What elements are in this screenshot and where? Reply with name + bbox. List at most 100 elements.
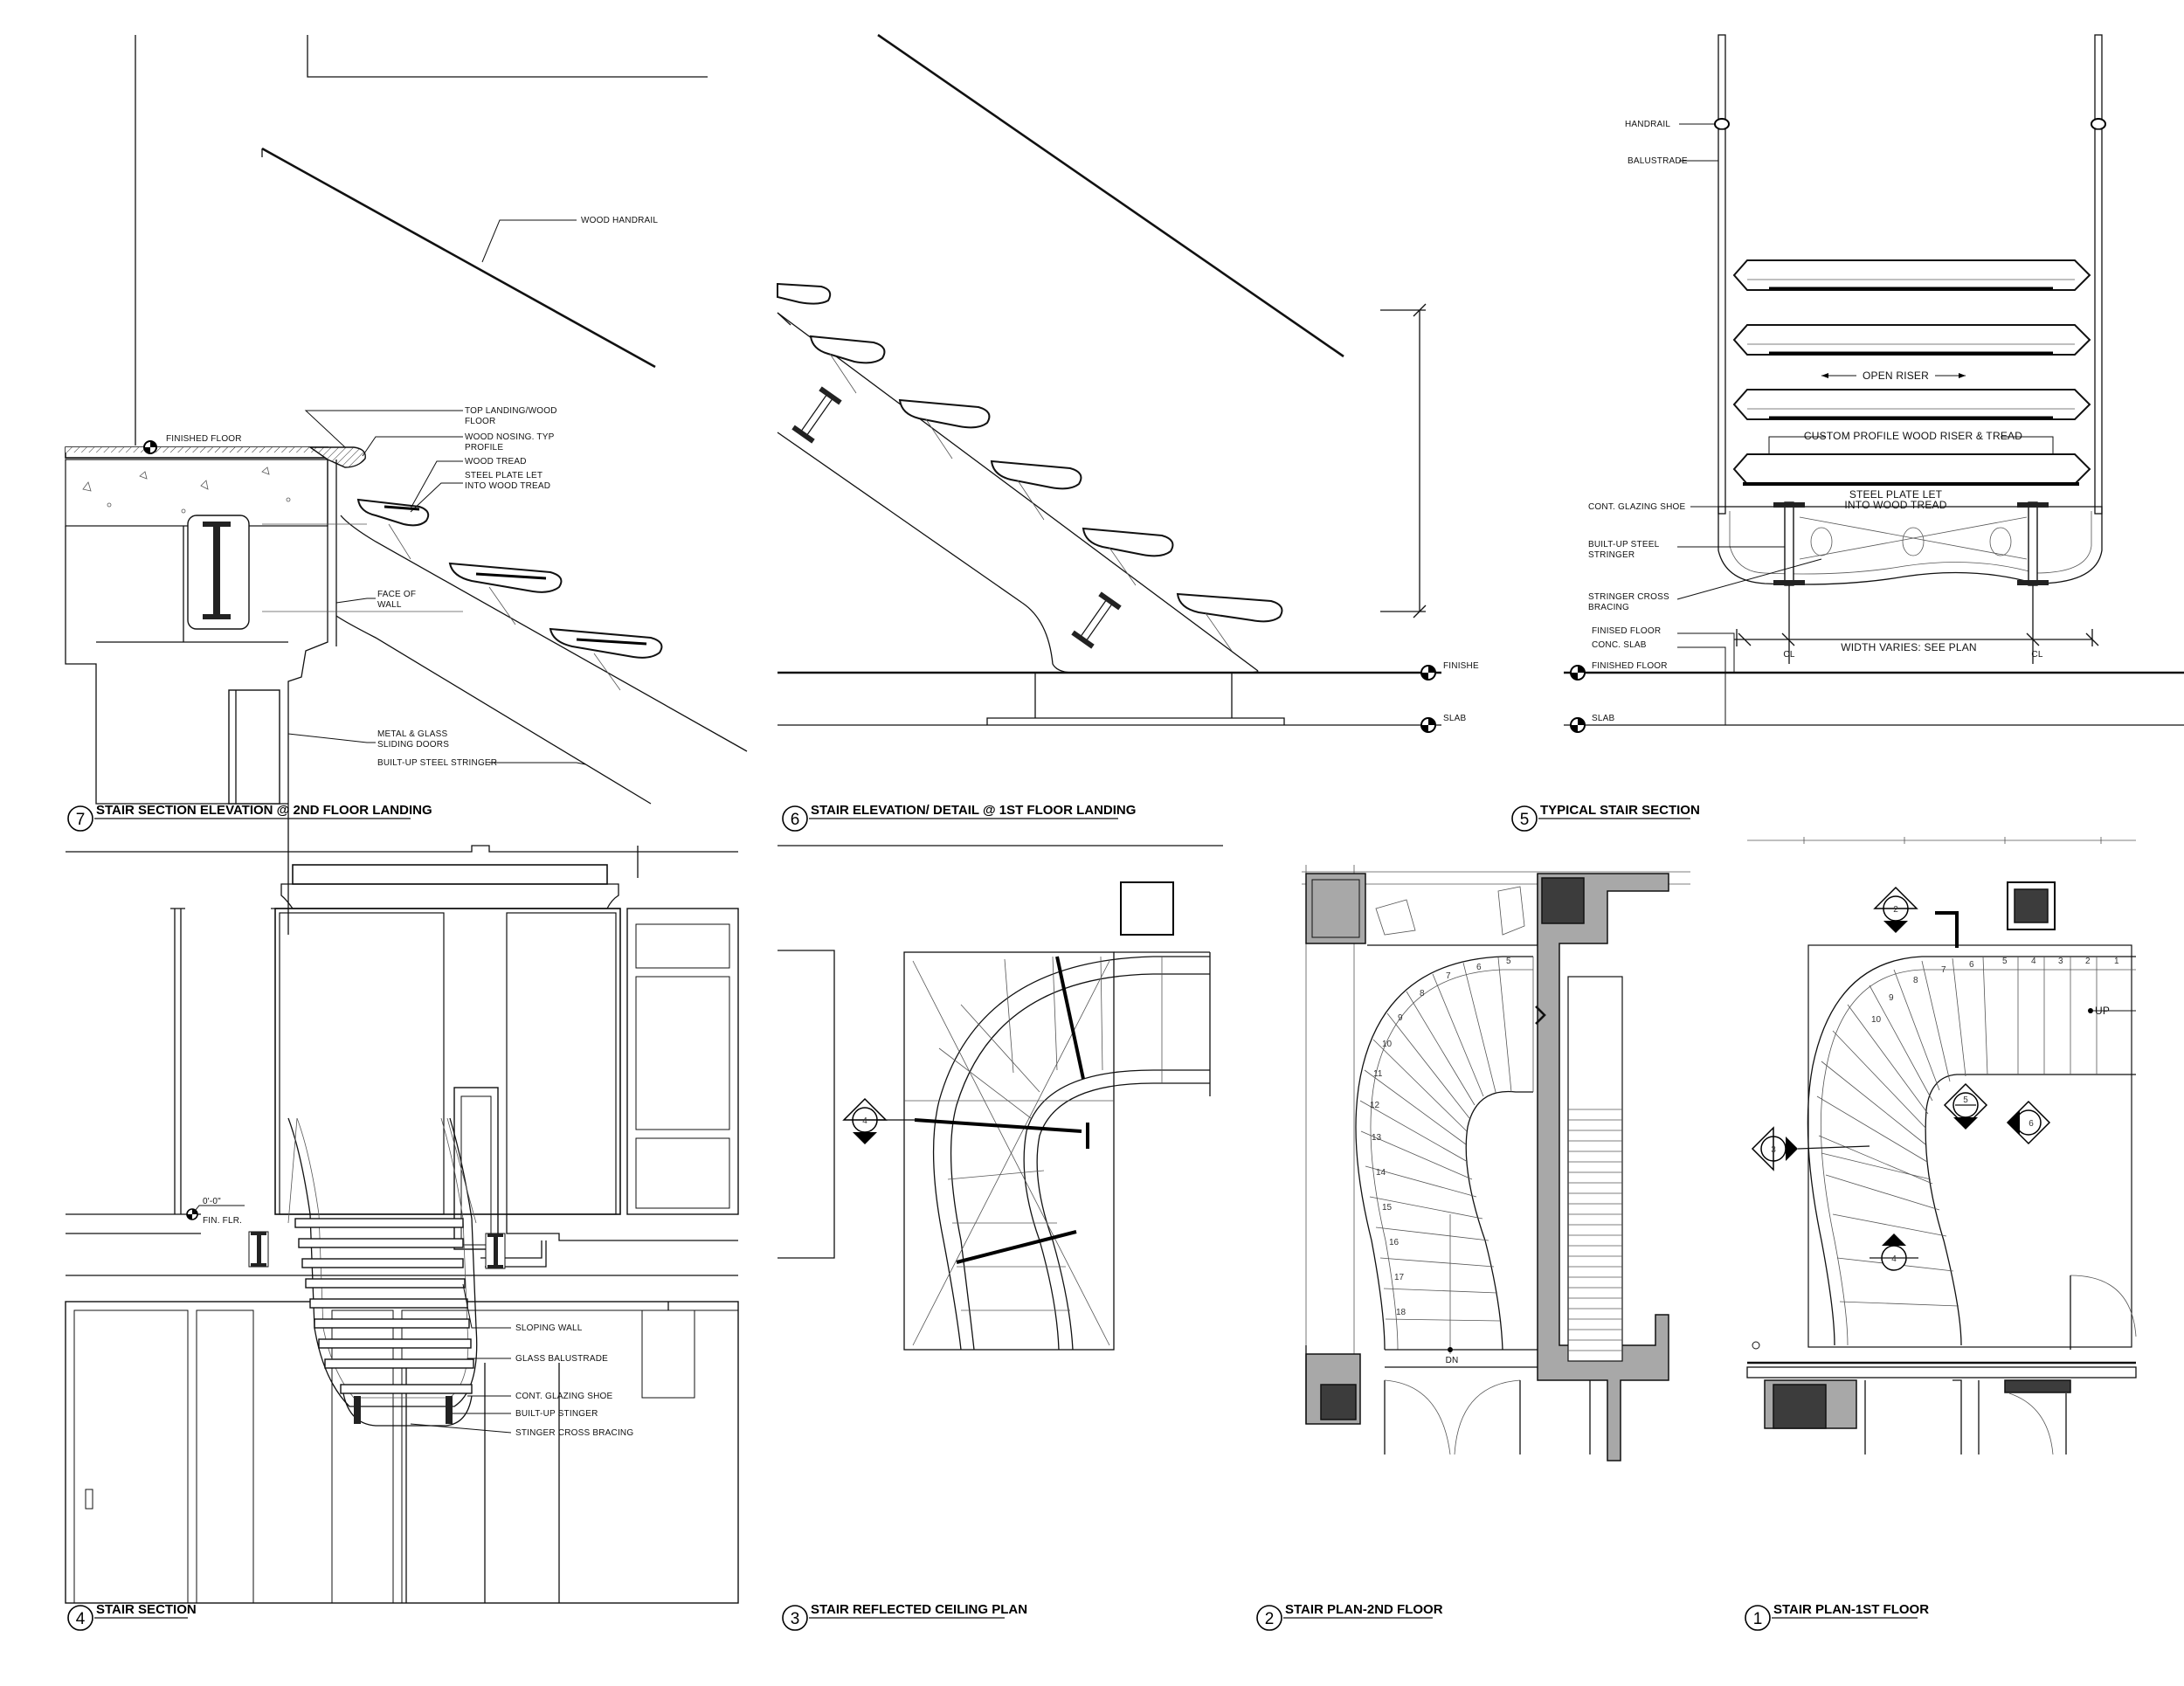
view-4-stair-section: 0'-0" FIN. FLR.: [65, 845, 739, 1631]
note-steel-plate-1: STEEL PLATE LET: [465, 471, 543, 480]
note-finished-floor: FINISHED FLOOR: [166, 434, 242, 444]
view-5-title: TYPICAL STAIR SECTION: [1540, 803, 1700, 818]
step-number: 8: [1420, 989, 1425, 998]
step-number: 15: [1382, 1203, 1393, 1213]
view-5-typical-section: WIDTH VARIES: SEE PLAN CL CL OPEN RISER …: [1511, 34, 2184, 832]
section-tag-2: 2: [1873, 886, 1918, 933]
note-up: UP: [2095, 1005, 2110, 1017]
note-builtup-stinger: BUILT-UP STINGER: [515, 1409, 598, 1419]
note-finished: FINISHE: [1443, 661, 1479, 671]
step-number: 2: [2085, 957, 2091, 966]
note-cross-2: BRACING: [1588, 603, 1629, 612]
view-3-title: STAIR REFLECTED CEILING PLAN: [811, 1602, 1027, 1617]
view-3-number: 3: [791, 1610, 800, 1628]
step-number: 6: [1969, 960, 1974, 970]
step-number: 17: [1394, 1273, 1405, 1282]
step-number: 8: [1913, 976, 1918, 985]
svg-text:6: 6: [2028, 1119, 2034, 1129]
note-centerline-left: CL: [1783, 650, 1794, 660]
note-finished-floor-5: FINISHED FLOOR: [1592, 661, 1668, 671]
view-1-bubble: [1745, 1605, 1771, 1631]
note-wood-tread: WOOD TREAD: [465, 457, 527, 466]
note-slab-6: SLAB: [1443, 714, 1467, 723]
note-steel-plate-5b: INTO WOOD TREAD: [1844, 499, 1946, 511]
note-wood-handrail: WOOD HANDRAIL: [581, 216, 658, 225]
svg-text:5: 5: [1963, 1095, 1968, 1105]
step-number: 16: [1389, 1238, 1400, 1247]
view-6-number: 6: [791, 811, 800, 829]
note-sloping-wall: SLOPING WALL: [515, 1323, 583, 1333]
note-top-landing-2: FLOOR: [465, 417, 495, 426]
note-top-landing-1: TOP LANDING/WOOD: [465, 406, 557, 416]
note-steel-plate-5a: STEEL PLATE LET: [1849, 488, 1943, 501]
note-balustrade: BALUSTRADE: [1628, 156, 1688, 166]
step-number: 10: [1382, 1040, 1393, 1049]
view-5-bubble: [1511, 805, 1538, 832]
section-tag-5: 5: [1943, 1082, 1988, 1130]
step-number: 10: [1871, 1015, 1882, 1025]
view-5-number: 5: [1520, 811, 1530, 829]
view-4-title: STAIR SECTION: [96, 1602, 197, 1617]
vent-grille: [1568, 1109, 1622, 1351]
step-number: 7: [1446, 971, 1451, 981]
view-6-bubble: [782, 805, 808, 832]
note-level: 0'-0": [203, 1197, 221, 1206]
note-builtup-1: BUILT-UP STEEL: [1588, 540, 1660, 549]
note-dn: DN: [1446, 1356, 1459, 1365]
step-number: 13: [1372, 1133, 1382, 1143]
section-tag-4b: 4: [1870, 1233, 1918, 1271]
note-face-of-wall-2: WALL: [377, 600, 402, 610]
step-number: 9: [1398, 1013, 1403, 1023]
note-face-of-wall-1: FACE OF: [377, 590, 416, 599]
note-nosing-2: PROFILE: [465, 443, 503, 453]
step-number: 6: [1476, 963, 1482, 972]
note-doors-2: SLIDING DOORS: [377, 740, 449, 750]
note-finised-floor: FINISED FLOOR: [1592, 626, 1661, 636]
note-handrail: HANDRAIL: [1625, 120, 1670, 129]
step-number: 11: [1373, 1069, 1383, 1079]
step-number: 5: [2002, 957, 2008, 966]
note-glazing-shoe-4: CONT. GLAZING SHOE: [515, 1392, 613, 1401]
view-6-title: STAIR ELEVATION/ DETAIL @ 1ST FLOOR LAND…: [811, 803, 1136, 818]
note-stinger-cross-bracing: STINGER CROSS BRACING: [515, 1428, 633, 1438]
step-number: 5: [1506, 957, 1511, 966]
svg-text:4: 4: [1891, 1254, 1897, 1264]
step-number: 14: [1376, 1168, 1386, 1178]
step-number: 12: [1370, 1101, 1380, 1110]
note-glazing-shoe-5: CONT. GLAZING SHOE: [1588, 502, 1686, 512]
note-nosing-1: WOOD NOSING. TYP: [465, 432, 555, 442]
step-number: 7: [1941, 965, 1946, 975]
view-3-bubble: [782, 1605, 808, 1631]
view-7-bubble: [67, 805, 93, 832]
view-7-number: 7: [76, 811, 86, 829]
section-tag-3: 3: [1751, 1126, 1870, 1171]
view-4-bubble: [67, 1605, 93, 1631]
section-tag-6: 6: [2006, 1100, 2051, 1145]
view-6-stair-elevation: FINISHE SLAB 6 STAIR ELEVATION/ DETAIL @…: [777, 33, 1479, 832]
note-glass-balustrade: GLASS BALUSTRADE: [515, 1354, 608, 1364]
note-open-riser: OPEN RISER: [1863, 370, 1929, 382]
note-fin-flr: FIN. FLR.: [203, 1216, 242, 1226]
view-2-bubble: [1256, 1605, 1282, 1631]
note-conc-slab: CONC. SLAB: [1592, 640, 1647, 650]
note-stringer: BUILT-UP STEEL STRINGER: [377, 758, 497, 768]
svg-text:2: 2: [1893, 905, 1898, 915]
note-centerline-right: CL: [2031, 650, 2042, 660]
view-7-section-elevation: WOOD HANDRAIL FINISHED FLOOR: [65, 35, 748, 935]
note-width-varies: WIDTH VARIES: SEE PLAN: [1841, 641, 1977, 653]
view-7-title: STAIR SECTION ELEVATION @ 2ND FLOOR LAND…: [96, 803, 432, 818]
step-number: 4: [2031, 957, 2036, 966]
view-3-reflected-ceiling-plan: 4 3 STAIR REFLECTED CEILING PLAN: [778, 845, 1223, 1631]
view-2-number: 2: [1265, 1610, 1275, 1628]
note-custom-profile: CUSTOM PROFILE WOOD RISER & TREAD: [1804, 430, 2022, 442]
view-4-number: 4: [76, 1610, 86, 1628]
note-steel-plate-2: INTO WOOD TREAD: [465, 481, 550, 491]
view-2-title: STAIR PLAN-2ND FLOOR: [1285, 1602, 1443, 1617]
step-number: 1: [2114, 957, 2119, 966]
step-number: 9: [1889, 993, 1894, 1003]
